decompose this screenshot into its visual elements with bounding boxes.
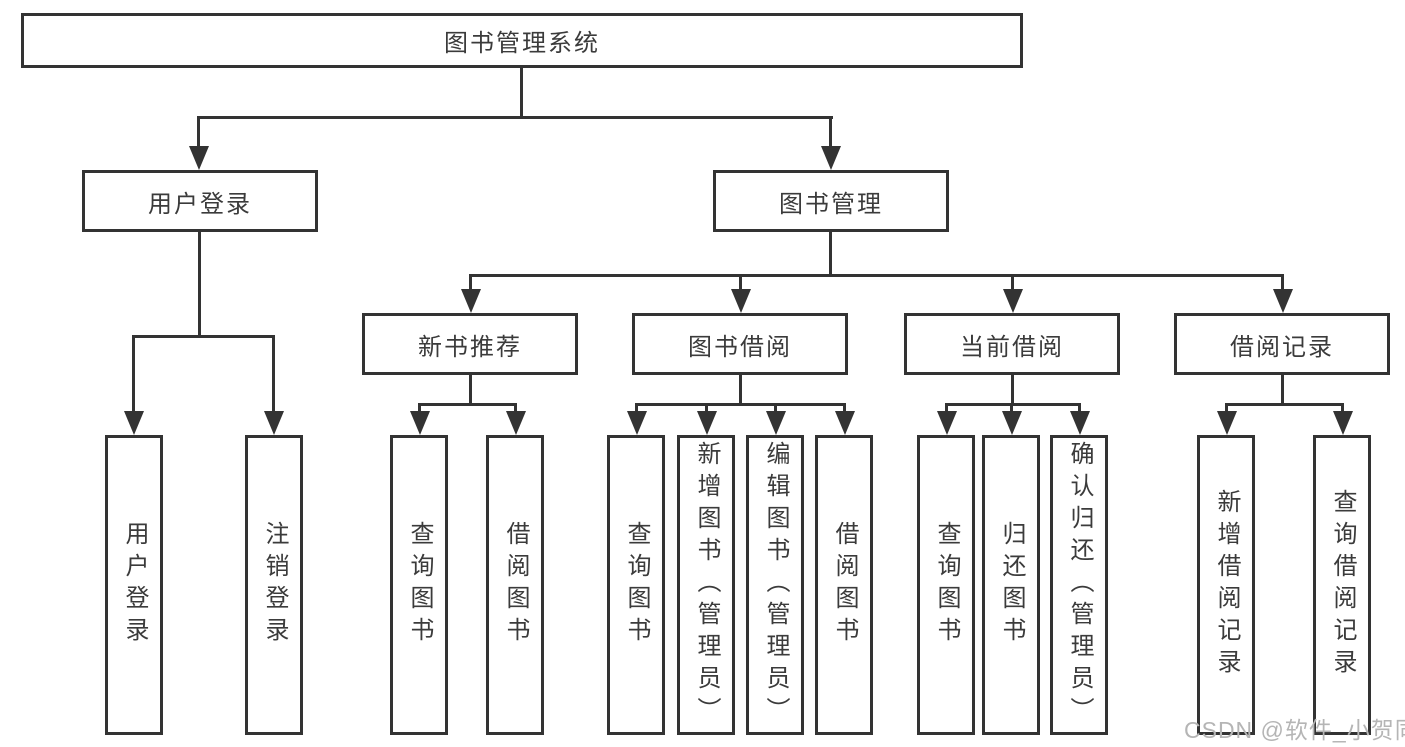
leaf-label: 新增图书（管理员） — [693, 441, 720, 729]
connector-drop-leaf — [132, 335, 135, 415]
leaf-user-login: 用户登录 — [105, 435, 163, 735]
connector-group-crossbar — [945, 403, 1081, 406]
leaf-label: 查询图书 — [406, 521, 433, 649]
node-book-borrow: 图书借阅 — [632, 313, 848, 375]
leaf-logout-label: 注销登录 — [261, 521, 288, 649]
connector-drop-leaf — [1341, 403, 1344, 415]
connector-drop-leaf — [945, 403, 948, 415]
connector-drop-leaf — [1010, 403, 1013, 415]
connector-root-crossbar — [198, 116, 833, 119]
leaf-add-book-admin: 新增图书（管理员） — [677, 435, 735, 735]
arrow-down-icon — [697, 411, 717, 435]
leaf-query-borrow-record: 查询借阅记录 — [1313, 435, 1371, 735]
arrow-down-icon — [1217, 411, 1237, 435]
leaf-borrow-books: 借阅图书 — [486, 435, 544, 735]
leaf-label: 查询图书 — [623, 521, 650, 649]
node-current-borrow-label: 当前借阅 — [960, 333, 1064, 361]
connector-drop-leaf — [1078, 403, 1081, 415]
node-borrow-records: 借阅记录 — [1174, 313, 1390, 375]
leaf-user-login-label: 用户登录 — [121, 521, 148, 649]
connector-drop-leaf — [635, 403, 638, 415]
connector-group-crossbar — [418, 403, 517, 406]
node-borrow-records-label: 借阅记录 — [1230, 333, 1334, 361]
connector-drop-leaf — [418, 403, 421, 415]
connector-drop-group — [469, 274, 472, 292]
connector-book-management-stem — [829, 230, 832, 276]
arrow-down-icon — [124, 411, 144, 435]
connector-book-management-crossbar — [469, 274, 1284, 277]
leaf-query-books: 查询图书 — [917, 435, 975, 735]
node-current-borrow: 当前借阅 — [904, 313, 1120, 375]
arrow-down-icon — [1070, 411, 1090, 435]
connector-group-crossbar — [635, 403, 846, 406]
node-new-book-recommend-label: 新书推荐 — [418, 333, 522, 361]
node-book-management: 图书管理 — [713, 170, 949, 232]
arrow-down-icon — [461, 289, 481, 313]
connector-drop-user-login — [197, 116, 200, 148]
arrow-down-icon — [1333, 411, 1353, 435]
arrow-down-icon — [835, 411, 855, 435]
connector-group-stem — [469, 373, 472, 405]
leaf-label: 新增借阅记录 — [1213, 489, 1240, 681]
connector-user-login-crossbar — [133, 335, 274, 338]
node-root: 图书管理系统 — [21, 13, 1023, 68]
leaf-label: 借阅图书 — [502, 521, 529, 649]
connector-user-login-stem — [198, 230, 201, 337]
node-root-label: 图书管理系统 — [444, 30, 600, 57]
arrow-down-icon — [410, 411, 430, 435]
connector-drop-leaf — [774, 403, 777, 415]
arrow-down-icon — [1002, 411, 1022, 435]
connector-drop-leaf — [843, 403, 846, 415]
connector-group-stem — [1281, 373, 1284, 405]
arrow-down-icon — [731, 289, 751, 313]
connector-drop-group — [1011, 274, 1014, 292]
arrow-down-icon — [627, 411, 647, 435]
node-user-login-label: 用户登录 — [148, 190, 252, 218]
leaf-label: 归还图书 — [998, 521, 1025, 649]
connector-group-stem — [739, 373, 742, 405]
node-new-book-recommend: 新书推荐 — [362, 313, 578, 375]
arrow-down-icon — [937, 411, 957, 435]
arrow-down-icon — [1003, 289, 1023, 313]
leaf-return-books: 归还图书 — [982, 435, 1040, 735]
leaf-query-books: 查询图书 — [390, 435, 448, 735]
arrow-down-icon — [506, 411, 526, 435]
leaf-label: 查询借阅记录 — [1329, 489, 1356, 681]
connector-drop-leaf — [1225, 403, 1228, 415]
leaf-add-borrow-record: 新增借阅记录 — [1197, 435, 1255, 735]
arrow-down-icon — [189, 146, 209, 170]
arrow-down-icon — [264, 411, 284, 435]
connector-drop-leaf — [705, 403, 708, 415]
connector-drop-leaf — [514, 403, 517, 415]
connector-drop-group — [1281, 274, 1284, 292]
csdn-watermark: CSDN @软件_小贺同学 — [1184, 717, 1405, 743]
arrow-down-icon — [766, 411, 786, 435]
connector-drop-leaf — [272, 335, 275, 415]
connector-group-stem — [1011, 373, 1014, 405]
leaf-label: 编辑图书（管理员） — [762, 441, 789, 729]
leaf-query-books: 查询图书 — [607, 435, 665, 735]
node-user-login: 用户登录 — [82, 170, 318, 232]
connector-root-stem — [520, 66, 523, 118]
leaf-confirm-return-admin: 确认归还（管理员） — [1050, 435, 1108, 735]
leaf-logout: 注销登录 — [245, 435, 303, 735]
arrow-down-icon — [821, 146, 841, 170]
leaf-label: 查询图书 — [933, 521, 960, 649]
leaf-label: 借阅图书 — [831, 521, 858, 649]
connector-drop-group — [739, 274, 742, 292]
leaf-edit-book-admin: 编辑图书（管理员） — [746, 435, 804, 735]
leaf-borrow-books: 借阅图书 — [815, 435, 873, 735]
leaf-label: 确认归还（管理员） — [1066, 441, 1093, 729]
node-book-borrow-label: 图书借阅 — [688, 333, 792, 361]
node-book-management-label: 图书管理 — [779, 190, 883, 218]
connector-group-crossbar — [1225, 403, 1344, 406]
arrow-down-icon — [1273, 289, 1293, 313]
connector-drop-book-management — [829, 116, 832, 148]
